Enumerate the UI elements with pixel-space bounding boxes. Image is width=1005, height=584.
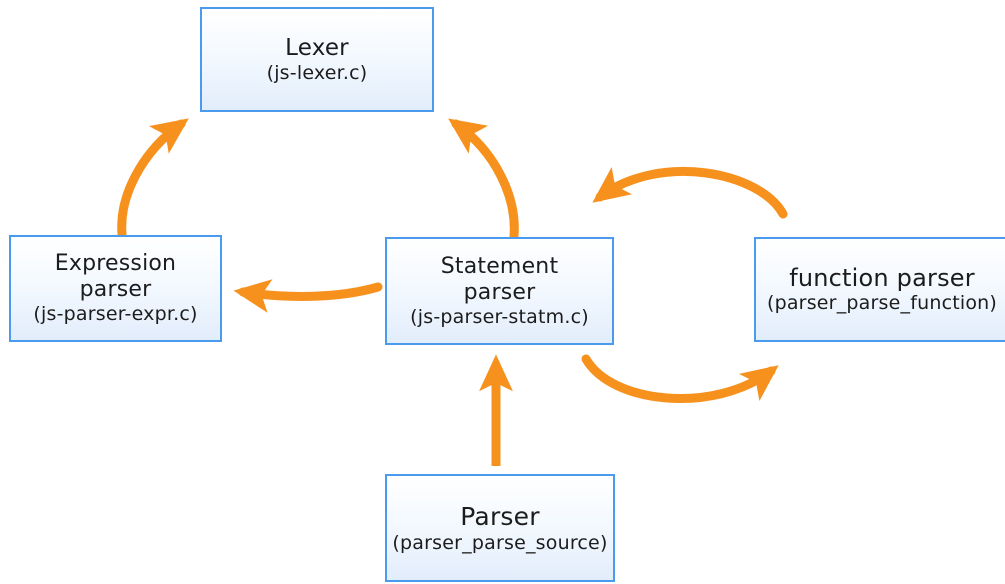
node-statement-parser-subtitle: (js-parser-statm.c) [410,305,589,328]
node-lexer-subtitle: (js-lexer.c) [266,61,368,84]
node-statement-parser[interactable]: Statement parser (js-parser-statm.c) [385,237,614,345]
node-statement-parser-title-line2: parser [463,279,536,305]
edge-statement-to-lexer [448,118,519,241]
edge-expression-to-lexer [117,118,189,239]
node-function-parser-subtitle: (parser_parse_function) [766,292,998,315]
edge-statement-to-function [581,354,779,404]
node-expression-parser[interactable]: Expression parser (js-parser-expr.c) [9,235,222,342]
node-expression-parser-title-line2: parser [79,277,152,303]
node-function-parser[interactable]: function parser (parser_parse_function) [754,237,1005,342]
edge-function-to-statement [592,166,788,219]
edge-statement-to-expression [233,279,383,313]
node-expression-parser-title-line1: Expression [54,251,177,277]
node-parser-title: Parser [460,502,540,532]
node-parser[interactable]: Parser (parser_parse_source) [385,474,615,582]
node-expression-parser-subtitle: (js-parser-expr.c) [33,303,198,326]
node-lexer-title: Lexer [285,34,349,61]
node-statement-parser-title-line1: Statement [440,253,559,279]
node-lexer[interactable]: Lexer (js-lexer.c) [200,7,434,112]
node-function-parser-title: function parser [789,264,975,293]
node-parser-subtitle: (parser_parse_source) [392,531,608,554]
